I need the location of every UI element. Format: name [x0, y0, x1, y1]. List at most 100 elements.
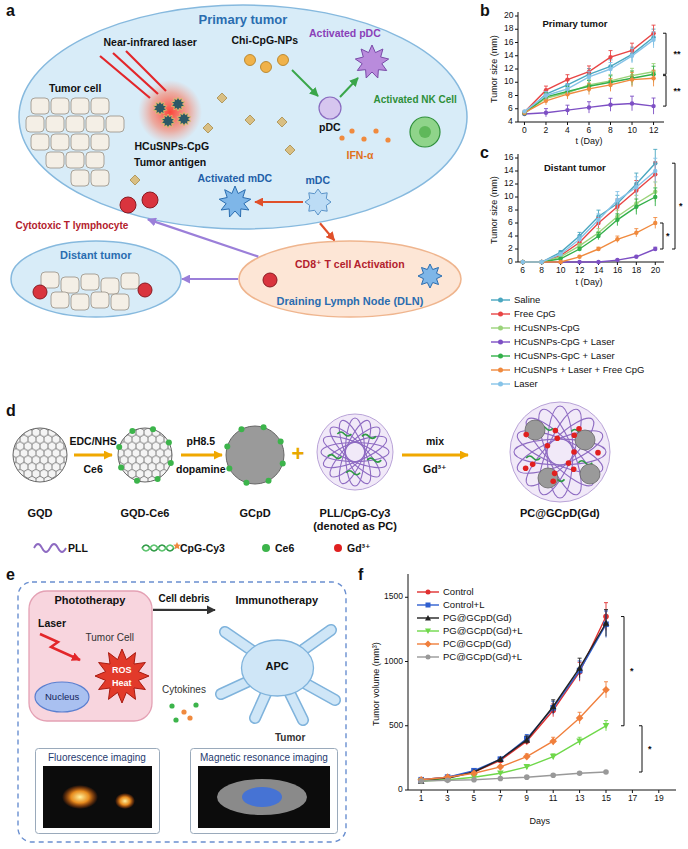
- data-marker: [521, 260, 525, 264]
- data-marker: [615, 237, 619, 241]
- ce6-dot: [238, 426, 244, 432]
- tick-label: 14: [504, 51, 513, 61]
- tick-label: 12: [575, 266, 584, 276]
- axis-title: Days: [530, 816, 551, 826]
- data-marker: [558, 252, 562, 256]
- data-line: [523, 192, 656, 262]
- data-marker: [521, 260, 525, 264]
- axis-tick: [589, 122, 590, 125]
- cytokine-dot: [349, 128, 354, 133]
- tumor-antigen: [130, 175, 140, 185]
- error-bar: [652, 66, 656, 67]
- error-bar: [578, 658, 582, 659]
- axis-tick: [515, 210, 518, 211]
- error-bar: [615, 210, 619, 211]
- legend-sample: [142, 545, 174, 551]
- fluorescence-signal: [62, 785, 98, 809]
- tick-label: 10: [628, 126, 637, 136]
- tick-label: 13: [575, 794, 584, 804]
- axis-tick: [515, 262, 518, 263]
- cpg-strand: [337, 432, 351, 436]
- polylysine-coil: [518, 410, 601, 493]
- fluorescence-signal: [115, 793, 135, 809]
- tick-label: 5: [472, 794, 477, 804]
- gadolinium-ion: [571, 466, 577, 472]
- polydopamine-dot: [525, 420, 545, 440]
- data-marker: [498, 368, 503, 373]
- data-marker: [550, 703, 557, 709]
- gadolinium-ion: [553, 428, 559, 434]
- tick-label: 6: [520, 266, 525, 276]
- data-marker: [425, 629, 431, 635]
- data-marker: [544, 88, 548, 92]
- polydopamine-dot: [580, 464, 600, 484]
- error-bar: [652, 70, 656, 71]
- error-bar: [634, 176, 638, 177]
- data-marker: [576, 665, 583, 671]
- axis-tick: [515, 249, 518, 250]
- error-bar: [609, 78, 613, 79]
- panel-letter: c: [480, 144, 489, 162]
- data-marker: [521, 260, 525, 264]
- t-cell: [263, 273, 277, 287]
- legend-label: PLL: [68, 542, 88, 554]
- error-bar: [630, 72, 634, 73]
- tick-label: 20: [651, 266, 660, 276]
- ce6-dot: [155, 476, 161, 482]
- tick-label: 8: [539, 266, 544, 276]
- data-marker: [539, 260, 543, 264]
- tick-label: 1: [419, 794, 424, 804]
- axis-tick: [636, 262, 637, 265]
- data-marker: [596, 218, 600, 222]
- gadolinium-ion: [554, 435, 560, 441]
- particle-label: HCuSNPs-CpG: [135, 140, 210, 152]
- axis-tick: [405, 597, 408, 598]
- legend-label: PC@GCpD(Gd)+L: [443, 652, 522, 663]
- error-bar: [544, 86, 548, 87]
- axis-tick: [545, 122, 546, 125]
- data-line: [523, 163, 656, 262]
- data-marker: [634, 255, 638, 259]
- ce6-dot: [118, 465, 124, 471]
- error-bar: [587, 65, 591, 66]
- data-marker: [634, 185, 638, 189]
- axis-tick: [447, 790, 448, 793]
- material-name: PC@GCpD(Gd): [520, 507, 600, 520]
- tick-label: 4: [508, 117, 513, 127]
- axis-tick: [617, 262, 618, 265]
- ce6-dot: [280, 461, 286, 467]
- tumor-cell: [31, 134, 49, 150]
- cell-label: Activated mDC: [198, 172, 273, 184]
- axis-tick: [632, 790, 633, 793]
- cytokine-dot: [169, 703, 174, 708]
- axis-tick: [515, 29, 518, 30]
- cytokine-label: IFN-α: [347, 149, 374, 161]
- axis-tick: [658, 790, 659, 793]
- error-bar: [652, 63, 656, 64]
- tick-label: 12: [649, 126, 658, 136]
- tumor-cell-box-outline: [29, 591, 152, 721]
- tumor-cell: [71, 170, 89, 186]
- tick-label: 16: [613, 266, 622, 276]
- axis-tick: [515, 55, 518, 56]
- error-bar: [604, 609, 608, 610]
- tumor-cell: [71, 294, 89, 310]
- data-line: [523, 174, 656, 262]
- polylysine-coil: [333, 417, 377, 487]
- data-marker: [653, 221, 657, 225]
- tick-label: 500: [389, 721, 403, 731]
- tumor-cell: [31, 98, 49, 114]
- axis: [518, 12, 519, 122]
- error-bar: [551, 699, 555, 700]
- error-bar: [630, 96, 634, 97]
- data-marker: [608, 83, 612, 87]
- legend-label: Laser: [514, 379, 538, 390]
- tick-label: 15: [602, 794, 611, 804]
- error-bar: [609, 50, 613, 51]
- legend-sample: [173, 542, 181, 549]
- axis-tick: [515, 197, 518, 198]
- axis-tick: [515, 236, 518, 237]
- data-marker: [558, 260, 562, 264]
- axis-tick: [606, 790, 607, 793]
